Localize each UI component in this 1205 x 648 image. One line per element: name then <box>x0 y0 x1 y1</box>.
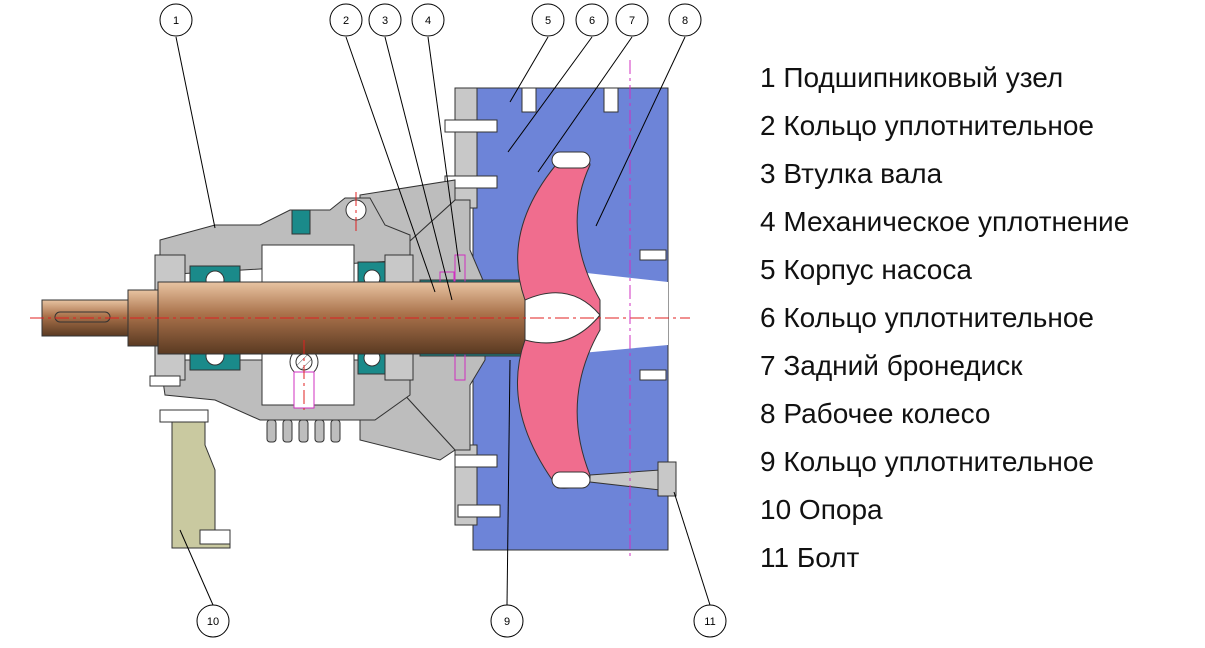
legend-item: 8 Рабочее колесо <box>760 398 991 429</box>
svg-text:5: 5 <box>545 15 551 27</box>
svg-text:10: 10 <box>207 616 219 628</box>
callout-8: 8 <box>668 3 702 37</box>
legend-item: 10 Опора <box>760 494 883 525</box>
callout-9: 9 <box>490 604 524 638</box>
legend-item: 7 Задний бронедиск <box>760 350 1023 381</box>
svg-text:4: 4 <box>425 15 431 27</box>
parts-legend: 1 Подшипниковый узел 2 Кольцо уплотнител… <box>760 54 1129 582</box>
callout-3: 3 <box>368 3 402 37</box>
callout-6: 6 <box>575 3 609 37</box>
callout-10: 10 <box>196 604 230 638</box>
svg-text:6: 6 <box>589 15 595 27</box>
legend-item: 6 Кольцо уплотнительное <box>760 302 1095 333</box>
callout-7: 7 <box>615 3 649 37</box>
pump-cross-section-drawing: 1 2 3 4 5 6 7 8 9 10 11 <box>30 3 727 638</box>
leader-lines <box>175 36 711 606</box>
callout-5: 5 <box>531 3 565 37</box>
bolt-11 <box>589 461 677 497</box>
callout-11: 11 <box>693 604 727 638</box>
callout-4: 4 <box>411 3 445 37</box>
callout-2: 2 <box>329 3 363 37</box>
svg-text:2: 2 <box>343 15 349 27</box>
svg-text:11: 11 <box>704 616 715 628</box>
svg-text:1: 1 <box>173 15 179 27</box>
legend-item: 11 Болт <box>760 542 860 573</box>
legend-item: 9 Кольцо уплотнительное <box>760 446 1095 477</box>
legend-item: 2 Кольцо уплотнительное <box>760 110 1095 141</box>
support-foot <box>149 375 231 549</box>
legend-item: 4 Механическое уплотнение <box>760 206 1130 237</box>
svg-text:3: 3 <box>382 15 388 27</box>
callouts: 1 2 3 4 5 6 7 8 9 10 11 <box>159 3 727 638</box>
legend-item: 1 Подшипниковый узел <box>760 62 1064 93</box>
svg-text:9: 9 <box>504 616 510 628</box>
legend-item: 3 Втулка вала <box>760 158 943 189</box>
bearing-frame <box>159 197 411 443</box>
legend-item: 5 Корпус насоса <box>760 254 972 285</box>
centerlines <box>30 60 690 560</box>
callout-1: 1 <box>159 3 193 37</box>
svg-text:7: 7 <box>629 15 635 27</box>
svg-text:8: 8 <box>682 15 688 27</box>
